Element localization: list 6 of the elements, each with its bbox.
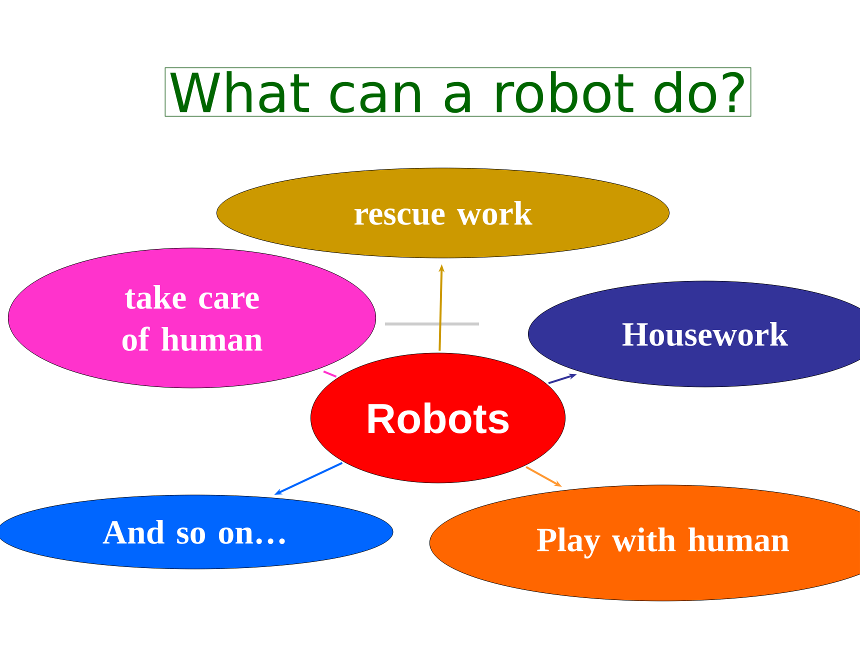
ellipse-node: take care of human (8, 248, 376, 388)
ellipse-node: Play with human (429, 484, 860, 602)
ellipse-node: rescue work (216, 168, 670, 258)
ellipse-node: Robots (310, 352, 566, 484)
ellipse-node: Housework (528, 280, 860, 388)
title: What can a robot do? (164, 67, 752, 117)
